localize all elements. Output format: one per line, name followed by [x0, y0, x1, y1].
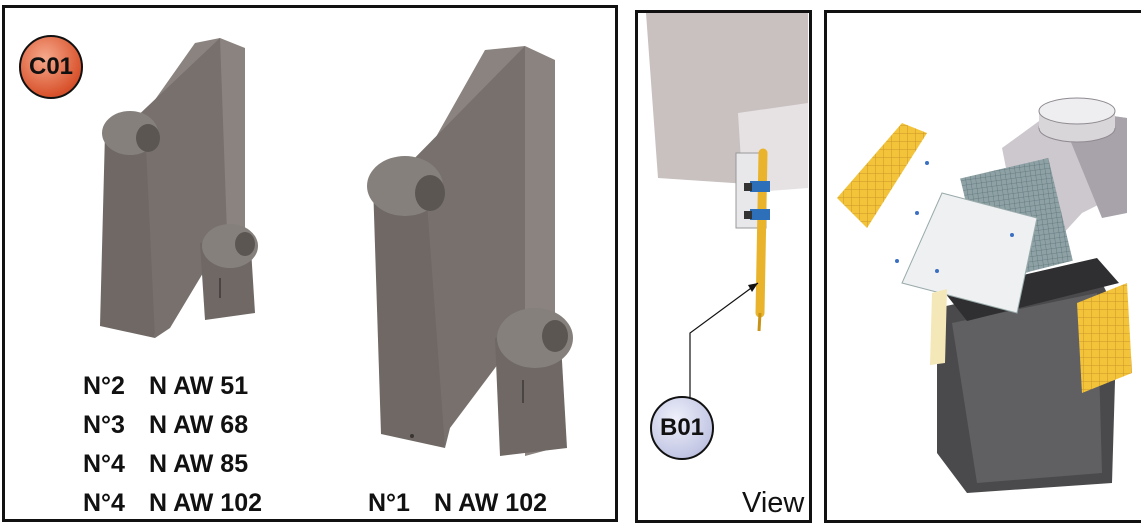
leader-arrow — [748, 283, 758, 292]
probe-tube — [755, 148, 768, 318]
flue-top — [1038, 97, 1116, 125]
insulation-panel-right — [1077, 283, 1132, 393]
badge-b01: B01 — [650, 396, 714, 460]
panel-b01: B01 View — [635, 10, 812, 523]
probe-tip — [757, 312, 762, 332]
clamp-lower — [750, 209, 770, 220]
bracket-small — [100, 38, 258, 338]
nut-upper — [744, 183, 752, 191]
probe-illustration — [646, 13, 808, 405]
brackets-illustration — [100, 38, 573, 456]
side-liner — [930, 289, 947, 365]
panel-assembly — [824, 10, 1141, 523]
bracket-large — [367, 46, 573, 456]
deflector-plate — [901, 192, 1038, 314]
leader-line — [689, 282, 759, 405]
view-label: View — [742, 487, 805, 519]
badge-c01: C01 — [19, 35, 83, 99]
clamp-upper — [750, 181, 770, 192]
stove-front — [952, 293, 1102, 483]
assembly-illustration — [837, 97, 1132, 493]
nut-lower — [744, 211, 752, 219]
insulation-panel-left — [837, 123, 927, 228]
